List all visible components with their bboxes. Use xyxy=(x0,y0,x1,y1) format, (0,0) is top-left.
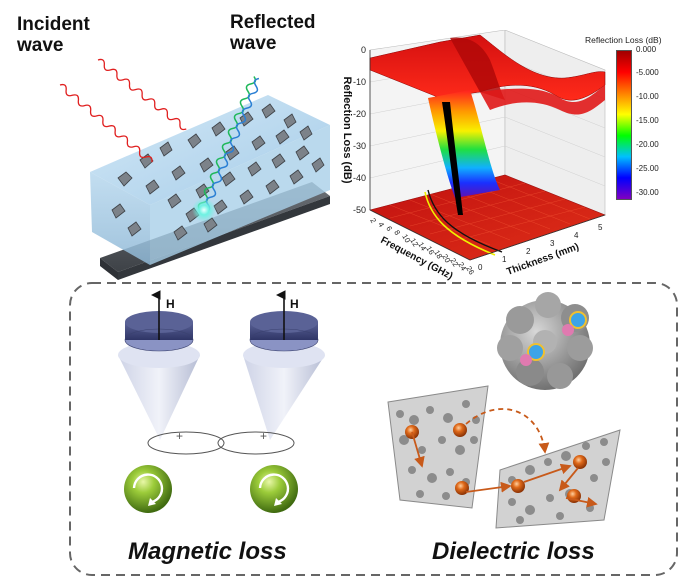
freq-tick: 18 xyxy=(432,249,444,261)
magnetic-loss-caption: Magnetic loss xyxy=(128,538,287,565)
incident-wave-label: Incident wave xyxy=(17,14,90,56)
reflected-wave-1 xyxy=(197,76,257,211)
dielectric-loss-caption: Dielectric loss xyxy=(432,538,595,565)
z-tick: 0 xyxy=(361,45,366,55)
field-label-left: H xyxy=(166,297,175,311)
surface-spike xyxy=(442,102,463,215)
z-axis-ticks: 0 -10 -20 -30 -40 -50 xyxy=(353,45,366,215)
z-tick: -40 xyxy=(353,173,366,183)
thickness-tick: 5 xyxy=(598,223,603,232)
molecular-cluster xyxy=(497,292,593,390)
charge-carriers xyxy=(405,423,587,503)
colorbar-tick: -10.00 xyxy=(636,92,659,101)
thickness-tick: 2 xyxy=(526,247,531,256)
absorber-illustration xyxy=(59,58,330,280)
hopping-arrows xyxy=(411,408,598,508)
freq-tick: 10 xyxy=(400,233,412,245)
impact-glow xyxy=(192,198,216,222)
colorbar-tick: -25.00 xyxy=(636,164,659,173)
z-axis-label: Reflection Loss (dB) xyxy=(341,77,353,184)
embedded-particles xyxy=(111,103,325,241)
freq-tick: 12 xyxy=(408,237,420,249)
spin-cone-left xyxy=(118,290,200,440)
colorbar-tick: -20.00 xyxy=(636,140,659,149)
incident-wave-2 xyxy=(59,83,153,163)
field-label-right: H xyxy=(290,297,299,311)
freq-tick: 20 xyxy=(440,253,452,265)
reflection-loss-surface-plot: 0 -10 -20 -30 -40 -50 Reflection Loss (d… xyxy=(341,30,606,282)
reflected-wave-label: Reflected wave xyxy=(230,12,316,54)
colorbar-tick: -5.000 xyxy=(636,68,659,77)
colorbar-tick: 0.000 xyxy=(636,45,657,54)
porous-particle-left xyxy=(387,385,489,509)
dashed-frame xyxy=(69,282,678,576)
z-tick: -20 xyxy=(353,109,366,119)
freq-tick: 6 xyxy=(384,225,394,233)
thickness-tick: 0 xyxy=(478,263,483,272)
frequency-ticks: 2 4 6 8 10 12 14 16 18 20 22 24 26 xyxy=(368,217,476,277)
colorbar xyxy=(616,50,632,200)
freq-tick: 2 xyxy=(368,217,378,225)
slab-top-face xyxy=(90,95,330,205)
precession-ball-right xyxy=(250,465,298,513)
z-tick: -30 xyxy=(353,141,366,151)
coupling-loop: + + xyxy=(147,429,295,455)
freq-tick: 14 xyxy=(416,241,428,253)
freq-tick: 16 xyxy=(424,245,436,257)
z-tick: -10 xyxy=(353,77,366,87)
colorbar-tick: -30.00 xyxy=(636,188,659,197)
thickness-tick: 4 xyxy=(574,231,579,240)
incident-wave-1 xyxy=(97,58,187,131)
thickness-tick: 3 xyxy=(550,239,555,248)
thickness-ticks: 0 1 2 3 4 5 xyxy=(478,223,603,272)
slab-front-face xyxy=(90,172,150,265)
porous-particle-right xyxy=(495,429,621,529)
freq-tick: 4 xyxy=(376,221,386,229)
svg-text:+: + xyxy=(260,429,267,443)
precession-ball-left xyxy=(124,465,172,513)
slab-side-face xyxy=(150,125,330,265)
thickness-tick: 1 xyxy=(502,255,507,264)
freq-tick: 26 xyxy=(464,265,476,277)
freq-tick: 8 xyxy=(392,229,402,237)
floor-contour-black xyxy=(427,189,503,253)
colorbar-tick: -15.00 xyxy=(636,116,659,125)
freq-tick: 22 xyxy=(448,257,460,269)
svg-text:+: + xyxy=(176,429,183,443)
z-tick: -50 xyxy=(353,205,366,215)
floor-contour-yellow xyxy=(424,191,496,256)
spin-cone-right xyxy=(243,290,325,440)
freq-tick: 24 xyxy=(456,261,468,273)
reflected-wave-2 xyxy=(204,77,260,213)
colorbar-title: Reflection Loss (dB) xyxy=(585,35,662,45)
